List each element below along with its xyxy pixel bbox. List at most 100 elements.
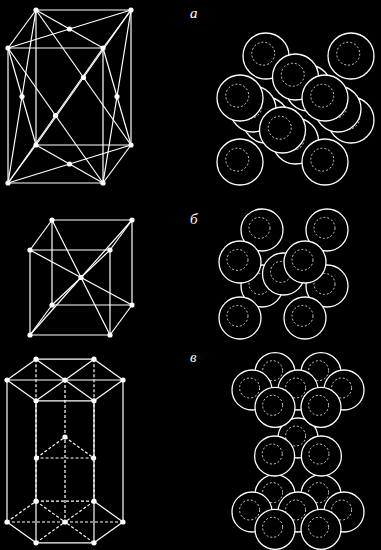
hex-edge: [7, 501, 36, 522]
bcc-packing: [219, 209, 348, 339]
bcc-lattice: [27, 217, 134, 337]
sphere-highlight: [263, 517, 283, 537]
prism-edge: [6, 380, 7, 522]
atom-dot: [33, 499, 38, 504]
cube-edge: [30, 249, 110, 250]
sphere-outline: [301, 387, 341, 427]
atom-sphere: [302, 139, 348, 185]
atom-dot: [91, 499, 96, 504]
sphere-outline: [255, 436, 295, 476]
atom-sphere: [302, 75, 348, 121]
atom-dot: [33, 142, 38, 147]
hex-spoke: [65, 359, 94, 380]
sphere-highlight: [252, 42, 275, 65]
atom-dot: [62, 519, 67, 524]
atom-sphere: [284, 241, 326, 283]
atom-dot: [4, 377, 9, 382]
sphere-highlight: [268, 116, 291, 139]
hex-spoke: [36, 359, 65, 380]
fcc-lattice: [5, 7, 133, 185]
sphere-highlight: [292, 305, 313, 326]
atom-dot: [100, 180, 105, 185]
sphere-outline: [284, 241, 326, 283]
atom-dot: [128, 142, 133, 147]
atom-dot: [49, 217, 54, 222]
hex-spoke: [36, 501, 65, 522]
body-diagonal: [30, 220, 132, 335]
hex-edge: [94, 359, 123, 380]
atom-dot: [91, 398, 96, 403]
sphere-highlight: [309, 517, 329, 537]
sphere-highlight: [240, 500, 260, 520]
sphere-highlight: [309, 444, 329, 464]
atom-dot: [81, 75, 86, 80]
hex-edge: [94, 522, 123, 543]
sphere-outline: [284, 297, 326, 339]
atom-dot: [49, 302, 54, 307]
body-diagonal: [52, 220, 110, 335]
cube-edge: [30, 334, 110, 335]
cube-edge: [7, 48, 8, 183]
middle-layer: [36, 437, 65, 458]
hcp-packing: [232, 353, 364, 550]
atom-sphere: [219, 297, 261, 339]
figure-letter: в: [190, 350, 197, 365]
atom-dot: [33, 540, 38, 545]
atom-dot: [67, 26, 72, 31]
face-diagonal: [36, 10, 131, 145]
sphere-outline: [217, 139, 263, 185]
atom-dot: [33, 357, 38, 362]
figure-letter: а: [190, 6, 198, 21]
atom-sphere: [255, 436, 295, 476]
hcp-lattice: [4, 357, 125, 546]
cube-edge: [52, 219, 132, 220]
sphere-outline: [302, 75, 348, 121]
face-diagonal: [8, 48, 103, 183]
hex-spoke: [36, 522, 65, 543]
sphere-highlight: [281, 63, 304, 86]
atom-dot: [120, 377, 125, 382]
atom-sphere: [217, 139, 263, 185]
sphere-outline: [255, 387, 295, 427]
fcc-packing: [217, 33, 374, 185]
atom-sphere: [255, 509, 295, 549]
atom-dot: [33, 7, 38, 12]
atom-dot: [27, 332, 32, 337]
cube-edge: [8, 10, 36, 48]
cube-edge: [52, 304, 132, 305]
prism-edge: [93, 359, 94, 501]
sphere-outline: [328, 33, 374, 79]
sphere-highlight: [292, 249, 313, 270]
hex-edge: [36, 542, 94, 543]
sphere-outline: [260, 107, 306, 153]
cube-edge: [102, 48, 103, 183]
atom-dot: [53, 113, 58, 118]
face-diagonal: [8, 10, 36, 183]
cube-edge: [8, 182, 103, 183]
atom-sphere: [284, 297, 326, 339]
sphere-outline: [301, 436, 341, 476]
sphere-outline: [217, 75, 263, 121]
sphere-highlight: [311, 84, 334, 107]
face-diagonal: [8, 48, 103, 183]
body-diagonal: [30, 250, 132, 305]
atom-sphere: [217, 75, 263, 121]
atom-dot: [5, 45, 10, 50]
atom-dot: [107, 247, 112, 252]
atom-sphere: [328, 33, 374, 79]
cube-edge: [131, 220, 132, 305]
atom-dot: [91, 357, 96, 362]
atom-dot: [120, 519, 125, 524]
atom-dot: [62, 377, 67, 382]
prism-axis: [64, 380, 65, 522]
cube-edge: [130, 10, 131, 145]
cube-edge: [30, 220, 52, 250]
atom-sphere: [301, 436, 341, 476]
atom-dot: [114, 94, 119, 99]
hex-edge: [36, 359, 94, 360]
atom-dot: [62, 434, 67, 439]
sphere-highlight: [309, 395, 329, 415]
atom-sphere: [301, 509, 341, 549]
